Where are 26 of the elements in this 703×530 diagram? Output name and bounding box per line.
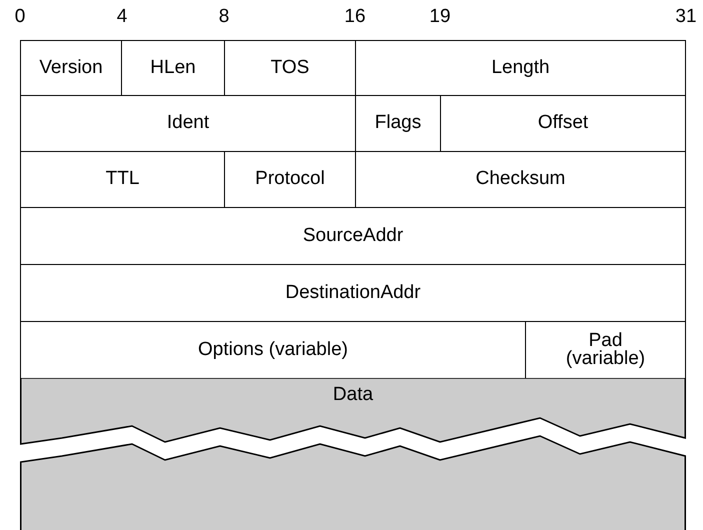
field-label: TOS: [270, 58, 310, 78]
bit-number: 0: [14, 6, 26, 28]
bit-number: 19: [429, 6, 451, 28]
field-label: Offset: [538, 114, 588, 133]
header-field: [20, 264, 686, 322]
field-label: TTL: [106, 170, 140, 189]
bit-number: 31: [675, 6, 697, 28]
bit-number: 8: [218, 6, 230, 28]
header-field: [20, 207, 686, 265]
field-label: HLen: [150, 58, 196, 78]
field-label: Data: [332, 386, 374, 404]
field-label: SourceAddr: [302, 226, 404, 246]
header-field: [355, 40, 686, 96]
field-label: Checksum: [476, 170, 566, 189]
data-area: [20, 378, 686, 530]
field-label: Version: [39, 58, 103, 78]
field-label: Protocol: [255, 170, 325, 189]
field-label: Pad (variable): [564, 332, 646, 368]
field-label: Flags: [374, 114, 422, 133]
bit-number: 4: [116, 6, 128, 28]
field-label: Options (variable): [198, 340, 348, 360]
field-label: Length: [491, 58, 550, 78]
field-label: Ident: [166, 114, 210, 133]
field-label: DestinationAddr: [285, 284, 421, 302]
bit-number: 16: [344, 6, 366, 28]
header-field: [20, 40, 122, 96]
